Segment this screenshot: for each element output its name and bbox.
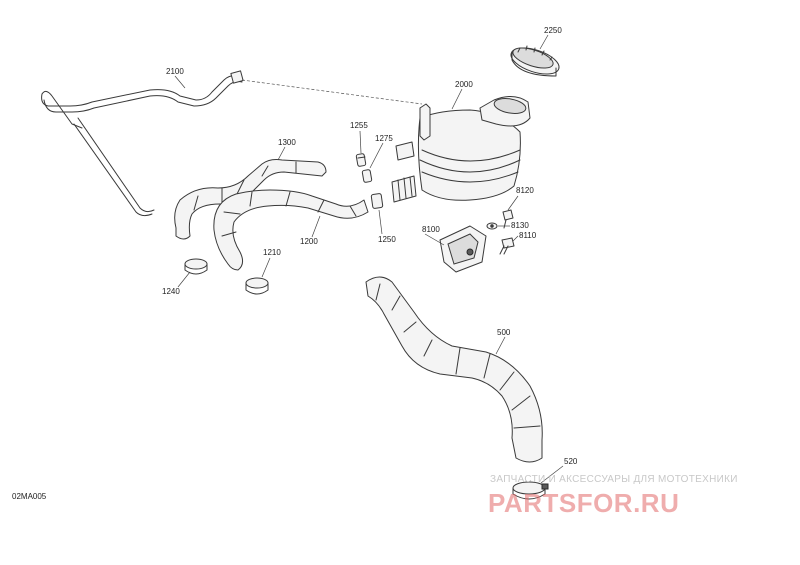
- watermark-logo: PARTSFOR.RU: [488, 488, 680, 518]
- watermark-tagline: ЗАПЧАСТИ И АКСЕССУАРЫ ДЛЯ МОТОТЕХНИКИ: [490, 474, 738, 485]
- callout-1240: 1240: [162, 287, 180, 296]
- callout-1250: 1250: [378, 235, 396, 244]
- hose-500: [365, 276, 543, 463]
- hose-1200: [213, 189, 369, 271]
- washer-8130: [486, 222, 498, 230]
- reservoir-cap: [510, 45, 560, 77]
- callout-8130: 8130: [511, 221, 529, 230]
- callout-500: 500: [497, 328, 511, 337]
- callout-1255: 1255: [350, 121, 368, 130]
- screw-8120: [502, 209, 514, 229]
- diagram-reference-code: 02MA005: [12, 492, 47, 501]
- clamp-1210: [245, 277, 269, 295]
- coupler-1275: [361, 169, 373, 183]
- callout-8110: 8110: [519, 231, 537, 240]
- callout-1200: 1200: [300, 237, 318, 246]
- callout-8120: 8120: [516, 186, 534, 195]
- callout-520: 520: [564, 457, 578, 466]
- coupler-1250: [370, 193, 384, 209]
- clamp-1240: [184, 258, 208, 275]
- hose-1300: [174, 159, 327, 240]
- vent-hose: [41, 70, 244, 217]
- coupler-1255: [355, 153, 367, 167]
- clamp-520: [512, 481, 549, 500]
- callout-2000: 2000: [455, 80, 473, 89]
- callout-1300: 1300: [278, 138, 296, 147]
- coolant-reservoir: [391, 96, 531, 203]
- callout-1275: 1275: [375, 134, 393, 143]
- bolt-8110: [499, 237, 515, 255]
- callout-1210: 1210: [263, 248, 281, 257]
- callout-8100: 8100: [422, 225, 440, 234]
- callout-2250: 2250: [544, 26, 562, 35]
- callout-2100: 2100: [166, 67, 184, 76]
- bracket-8100: [439, 225, 487, 273]
